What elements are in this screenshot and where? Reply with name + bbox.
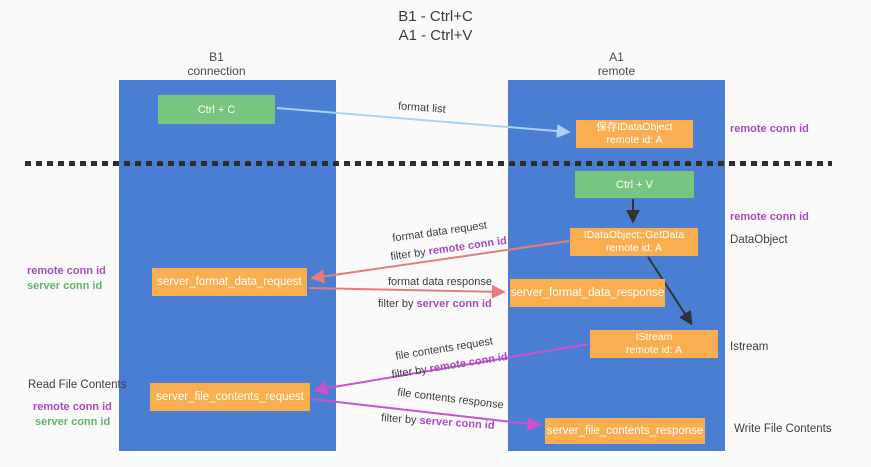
lane-b1-role: connection [187,64,246,78]
node-save-idataobject-line2: remote id: A [606,134,663,146]
annotation-remote-conn-id-right-top: remote conn id [730,123,809,135]
edge-label-format-data-response: format data response [388,276,492,288]
node-save-idataobject-line1: 保存IDataObject [596,121,673,133]
node-ctrl-v: Ctrl + V [575,171,694,198]
filter-prefix-2: filter by [378,298,414,310]
node-server-file-contents-response: server_file_contents_response [545,418,705,444]
node-istream-line2: remote id: A [625,344,683,356]
node-idataobject-getdata-line1: IDataObject::GetData [583,229,685,241]
annotation-remote-conn-id-left-top: remote conn id [27,265,106,277]
node-istream: IStream remote id: A [590,330,718,358]
annotation-remote-conn-id-right-mid: remote conn id [730,211,809,223]
node-ctrl-c: Ctrl + C [158,95,275,124]
node-server-format-data-response: server_format_data_response [510,279,665,307]
edge-label-file-contents-response: file contents response [396,386,505,412]
session-divider-dashed-line [25,161,832,166]
lane-b1-name: B1 [209,50,224,64]
diagram-title: B1 - Ctrl+C A1 - Ctrl+V [0,7,871,45]
edge-label-format-list: format list [397,100,447,116]
node-istream-line1: IStream [635,331,673,343]
annotation-write-file-contents: Write File Contents [734,423,832,435]
node-server-format-data-request: server_format_data_request [152,268,307,296]
filter-key-remote-1: remote conn id [427,234,508,258]
lane-header-a1: A1 remote [508,50,725,78]
annotation-server-conn-id-left-top: server conn id [27,280,103,292]
annotation-dataobject: DataObject [730,234,788,246]
node-idataobject-getdata-line2: remote id: A [605,242,663,254]
filter-prefix-3: filter by [390,363,428,382]
title-line-1: B1 - Ctrl+C [398,8,473,25]
lane-a1-role: remote [597,64,636,78]
arrow-format-data-response [308,284,506,299]
annotation-server-conn-id-left-bottom: server conn id [35,416,111,428]
filter-prefix-4: filter by [380,412,417,427]
node-server-file-contents-request: server_file_contents_request [150,383,310,411]
lane-header-b1: B1 connection [108,50,325,78]
filter-key-server-2: server conn id [419,414,495,432]
node-idataobject-getdata: IDataObject::GetData remote id: A [570,228,698,256]
annotation-remote-conn-id-left-bottom: remote conn id [33,401,112,413]
lane-a1-name: A1 [609,50,624,64]
filter-prefix-1: filter by [389,246,427,264]
annotation-read-file-contents: Read File Contents [28,379,127,391]
annotation-istream: Istream [730,341,769,353]
node-save-idataobject: 保存IDataObject remote id: A [576,120,693,148]
title-line-2: A1 - Ctrl+V [398,27,473,44]
filter-key-server-1: server conn id [416,298,492,310]
